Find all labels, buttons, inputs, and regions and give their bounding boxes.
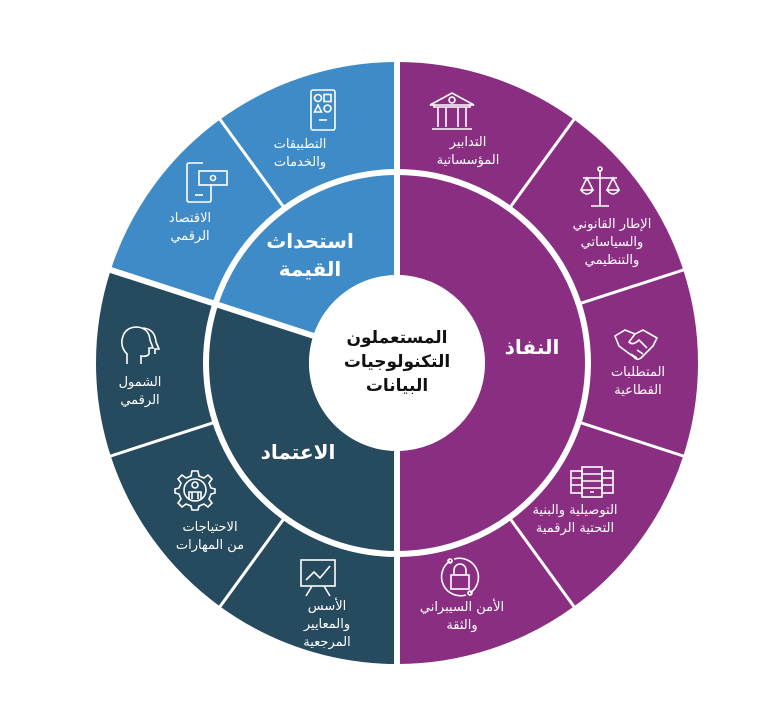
segment-institutional-measures: التدابير المؤسساتية — [436, 135, 500, 168]
segment-digital-inclusion: الشمول الرقمي — [118, 375, 162, 408]
segment-divider — [107, 266, 315, 339]
segment-standards: الأسس والمعايير المرجعية — [303, 599, 351, 650]
outer-segment-enforcement — [578, 269, 698, 457]
center-title: المستعملون التكنولوجيات البيانات — [343, 328, 451, 396]
outer-segment-adoption — [95, 269, 216, 457]
outer-segment-value — [220, 62, 397, 209]
segment-divider — [508, 516, 577, 610]
outer-segment-enforcement — [397, 517, 574, 664]
segment-connectivity: التوصيلية والبنية التحتية الرقمية — [532, 503, 618, 536]
segment-digital-economy: الاقتصاد الرقمي — [168, 211, 212, 244]
segment-divider — [217, 516, 286, 610]
segment-divider — [108, 420, 216, 459]
outer-segment-adoption — [110, 422, 285, 607]
pillar-label-enforcement: النفاذ — [504, 335, 560, 359]
pillar-label-adoption: الاعتماد — [260, 440, 336, 464]
institution-icon — [428, 91, 476, 133]
inner-segment-enforcement — [397, 172, 588, 554]
lock-icon — [438, 555, 482, 599]
mobile-payment-icon — [185, 160, 229, 204]
inner-segment-value-creation — [215, 172, 397, 336]
inner-segment-adoption — [206, 303, 397, 554]
heads-icon — [119, 324, 161, 368]
segment-divider — [508, 116, 577, 210]
gear-person-icon — [174, 469, 216, 511]
outer-segment-value — [110, 119, 285, 304]
apps-icon — [309, 88, 337, 132]
segment-legal-framework: الإطار القانوني والسياساتي والتنظيمي — [572, 217, 652, 268]
chart-board-icon — [298, 558, 338, 598]
segment-divider — [578, 420, 686, 459]
segment-skills: الاحتياجات من المهارات — [175, 520, 245, 553]
server-icon — [570, 466, 614, 498]
outer-segment-enforcement — [509, 422, 684, 607]
center-circle — [309, 275, 485, 451]
segment-sector-requirements: المتطلبات القطاعية — [610, 365, 666, 398]
segment-divider — [578, 267, 686, 306]
segment-cybersecurity: الأمن السيبراني والثقة — [419, 600, 505, 633]
segment-divider — [217, 116, 286, 210]
pillar-label-value-creation: استحداث القيمة — [266, 229, 354, 281]
outer-segment-enforcement — [509, 119, 684, 304]
scales-icon — [577, 166, 623, 210]
handshake-icon — [613, 326, 659, 362]
segment-apps-services: التطبيقات والخدمات — [273, 137, 327, 170]
